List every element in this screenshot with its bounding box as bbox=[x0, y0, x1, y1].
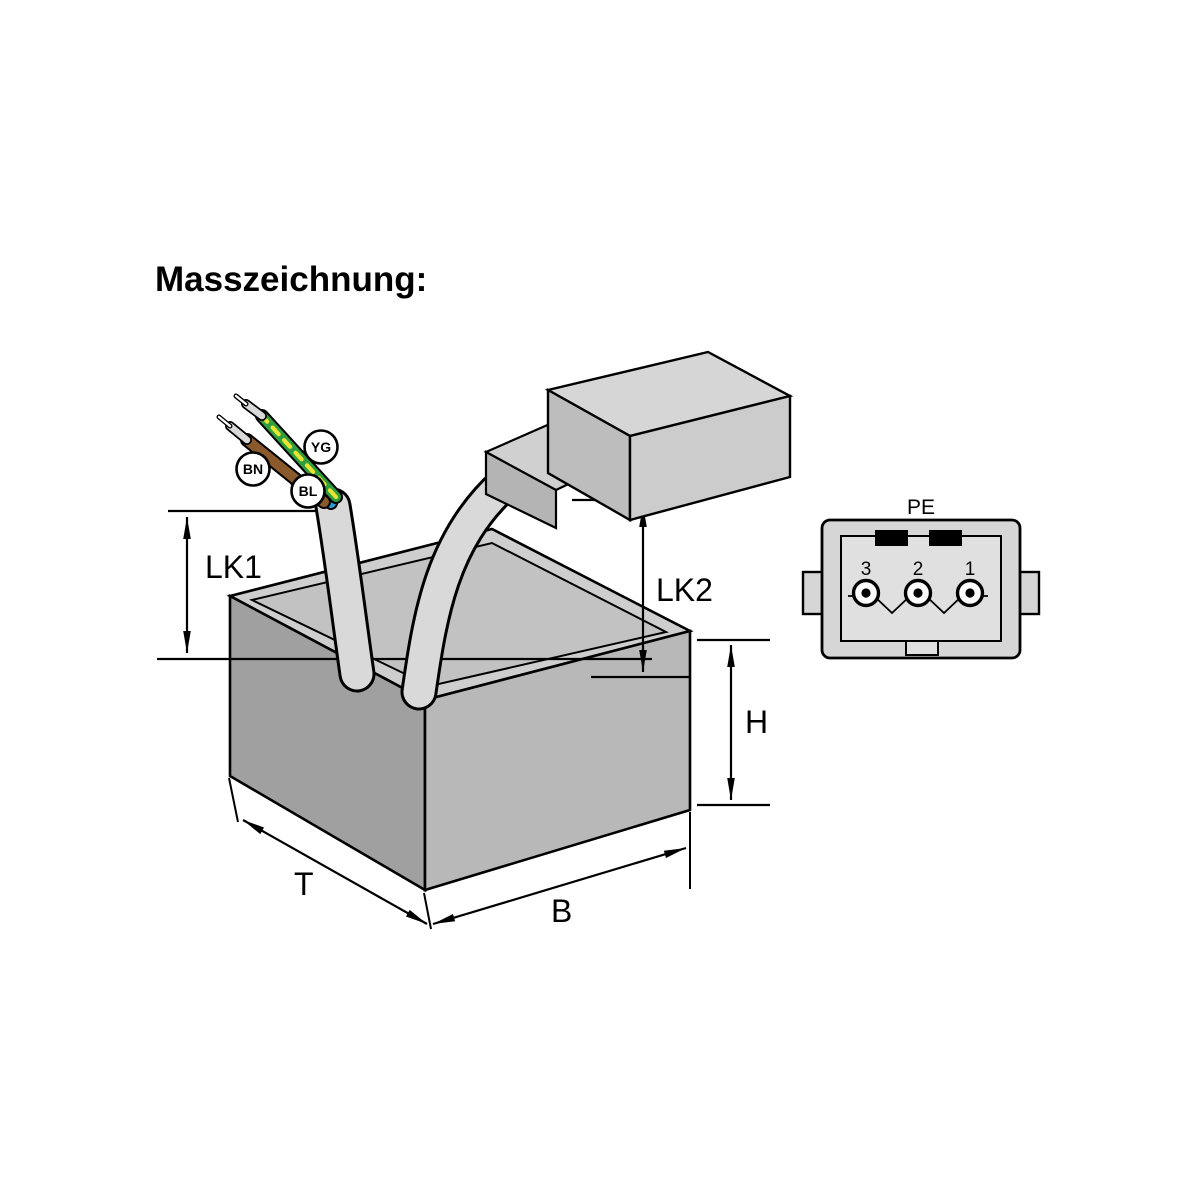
plug-right-face bbox=[628, 394, 792, 522]
dim-b-arrow bbox=[432, 846, 687, 926]
cable-right-sheath bbox=[403, 468, 520, 708]
page-title: Masszeichnung: bbox=[155, 260, 427, 299]
pin-1-number: 1 bbox=[965, 559, 976, 580]
connector-bottom-notch bbox=[905, 640, 939, 656]
wire-bn-tip bbox=[226, 422, 251, 444]
wire-tag-bn: BN bbox=[243, 461, 263, 477]
pe-contact-left bbox=[875, 530, 908, 546]
pin-1-center bbox=[965, 588, 975, 598]
wire-tag-bn-bubble bbox=[235, 451, 271, 487]
plug-housing bbox=[483, 350, 794, 530]
connector-front-view: PE 3 2 1 bbox=[801, 496, 1041, 660]
dim-h-label: H bbox=[745, 704, 768, 740]
wire-tag-bl: BL bbox=[299, 483, 318, 499]
cable-right bbox=[400, 465, 523, 711]
dim-t-label: T bbox=[294, 866, 314, 902]
connector-pin-2 bbox=[903, 578, 933, 608]
wire-bn-strand bbox=[217, 415, 232, 428]
connector-tab-left bbox=[801, 570, 825, 616]
pin-2-number: 2 bbox=[913, 559, 924, 580]
pin-2-center bbox=[913, 588, 923, 598]
pin-3-center bbox=[861, 588, 871, 598]
dim-h bbox=[689, 638, 770, 889]
cable-left-sheath bbox=[317, 490, 373, 690]
connector-pin-1 bbox=[955, 578, 985, 608]
pe-contact-right bbox=[929, 530, 962, 546]
dim-t bbox=[228, 777, 432, 930]
connector-pin-3 bbox=[851, 578, 881, 608]
wire-tag-yg-bubble bbox=[303, 429, 339, 465]
wire-tags: BN YG BL bbox=[235, 429, 339, 509]
wire-yg-strand bbox=[234, 394, 248, 406]
pin-3-number: 3 bbox=[861, 559, 872, 580]
dim-t-ext-left bbox=[228, 777, 239, 823]
wire-tag-bl-bubble bbox=[290, 473, 326, 509]
wire-tag-yg: YG bbox=[311, 439, 331, 455]
plug-snout-side bbox=[484, 450, 558, 530]
connector-tab-right bbox=[1017, 570, 1041, 616]
pe-label: PE bbox=[907, 496, 935, 519]
dim-b-label: B bbox=[551, 893, 572, 929]
cable-left bbox=[314, 487, 376, 693]
dim-b bbox=[432, 846, 687, 926]
dim-lk1 bbox=[157, 509, 652, 661]
dim-lk1-label: LK1 bbox=[205, 549, 262, 585]
dim-lk2-label: LK2 bbox=[656, 572, 713, 608]
wire-yg-tip bbox=[242, 400, 266, 420]
dim-t-arrow bbox=[242, 819, 428, 925]
